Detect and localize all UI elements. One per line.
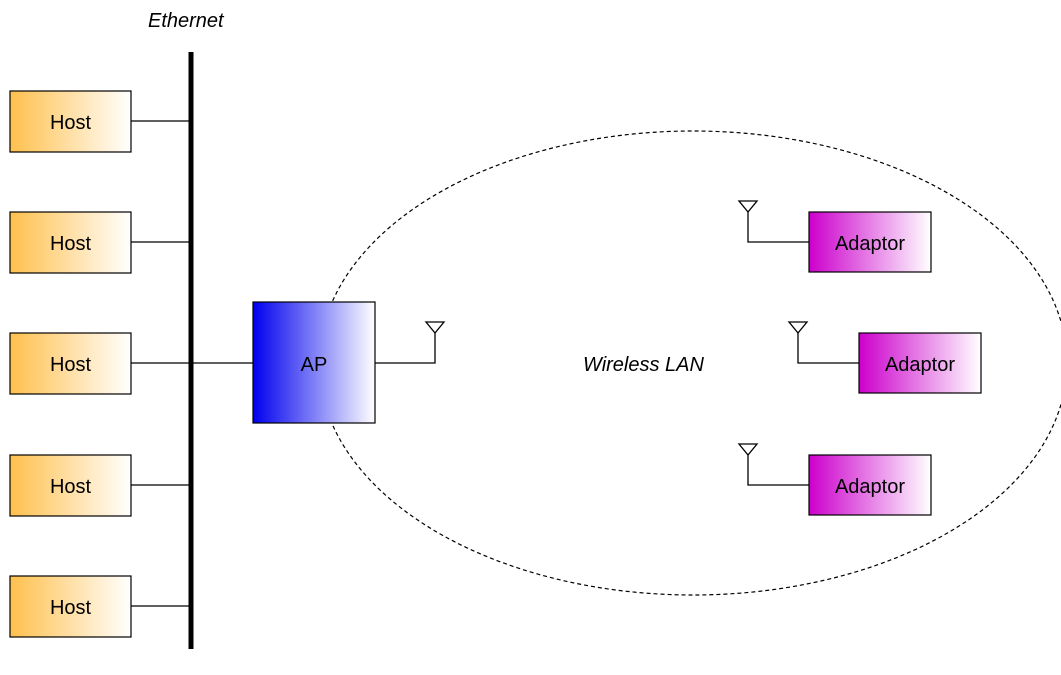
access-point-box (252, 301, 376, 424)
host-label: Host (50, 233, 92, 255)
adaptor-node: Adaptor (737, 443, 932, 516)
host-box (9, 332, 132, 395)
adaptor-node: Adaptor (787, 321, 982, 394)
adaptor-box (858, 332, 982, 394)
host-node: Host (9, 211, 191, 274)
antenna-icon (424, 321, 446, 335)
adaptor-label: Adaptor (885, 354, 955, 376)
adaptor-node: Adaptor (737, 200, 932, 273)
adaptor-antenna-link (747, 455, 809, 486)
ethernet-label: Ethernet (148, 10, 225, 32)
antenna-icon (787, 321, 809, 335)
host-box (9, 575, 132, 638)
host-label: Host (50, 112, 92, 134)
host-node: Host (9, 90, 191, 153)
host-node: Host (9, 332, 191, 395)
adaptor-label: Adaptor (835, 476, 905, 498)
adaptor-antenna-link (797, 333, 859, 364)
host-box (9, 211, 132, 274)
wireless-lan-label: Wireless LAN (583, 354, 705, 376)
host-node: Host (9, 454, 191, 517)
host-label: Host (50, 354, 92, 376)
antenna-icon (737, 443, 759, 457)
ap-antenna-link (375, 333, 436, 364)
adaptor-label: Adaptor (835, 233, 905, 255)
antenna-icon (737, 200, 759, 214)
adaptor-box (808, 211, 932, 273)
host-label: Host (50, 476, 92, 498)
host-label: Host (50, 597, 92, 619)
adaptor-antenna-link (747, 212, 809, 243)
access-point-label: AP (301, 354, 328, 376)
access-point-node: AP (191, 301, 446, 424)
adaptor-box (808, 454, 932, 516)
host-node: Host (9, 575, 191, 638)
host-box (9, 454, 132, 517)
